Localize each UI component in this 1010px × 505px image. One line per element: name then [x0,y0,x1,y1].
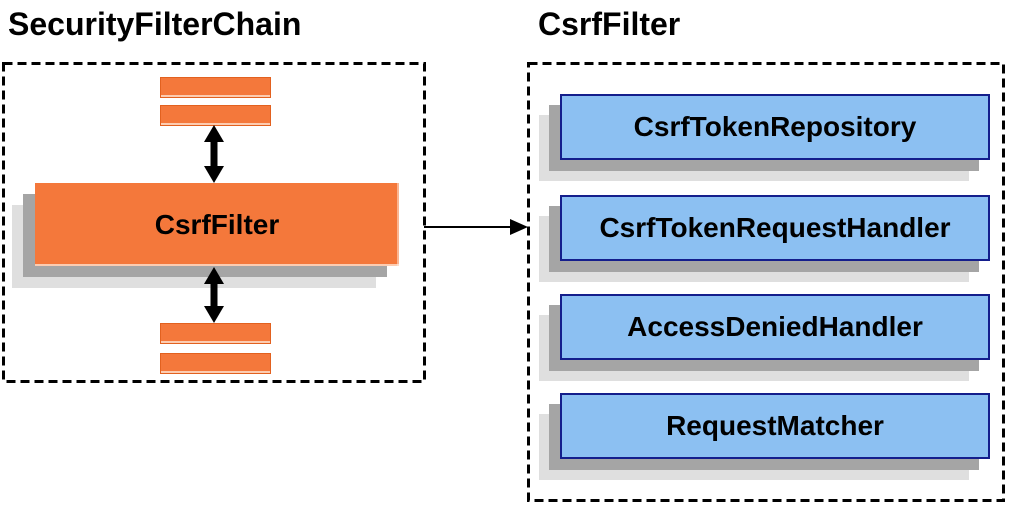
filter-placeholder-bar [160,323,271,344]
component-csrf-token-repository: CsrfTokenRepository [560,94,990,160]
security-filter-chain-title: SecurityFilterChain [8,6,302,42]
csrf-filter-container: CsrfTokenRepository CsrfTokenRequestHand… [527,62,1005,502]
filter-placeholder-bar [160,77,271,98]
csrf-filter-node: CsrfFilter [35,183,399,266]
component-label: AccessDeniedHandler [627,311,923,342]
filter-placeholder-bar [160,105,271,126]
filter-placeholder-bar [160,353,271,374]
component-request-matcher: RequestMatcher [560,393,990,459]
double-arrow-icon [204,125,224,183]
right-arrow-icon [424,219,528,235]
double-arrow-icon [204,267,224,323]
component-label: CsrfTokenRepository [633,111,917,142]
component-label: RequestMatcher [666,410,884,441]
csrf-filter-title: CsrfFilter [538,6,681,42]
component-csrf-token-request-handler: CsrfTokenRequestHandler [560,195,990,261]
csrf-filter-node-label: CsrfFilter [154,208,280,240]
component-access-denied-handler: AccessDeniedHandler [560,294,990,360]
component-label: CsrfTokenRequestHandler [599,212,951,243]
security-filter-chain-container: CsrfFilter [2,62,426,383]
